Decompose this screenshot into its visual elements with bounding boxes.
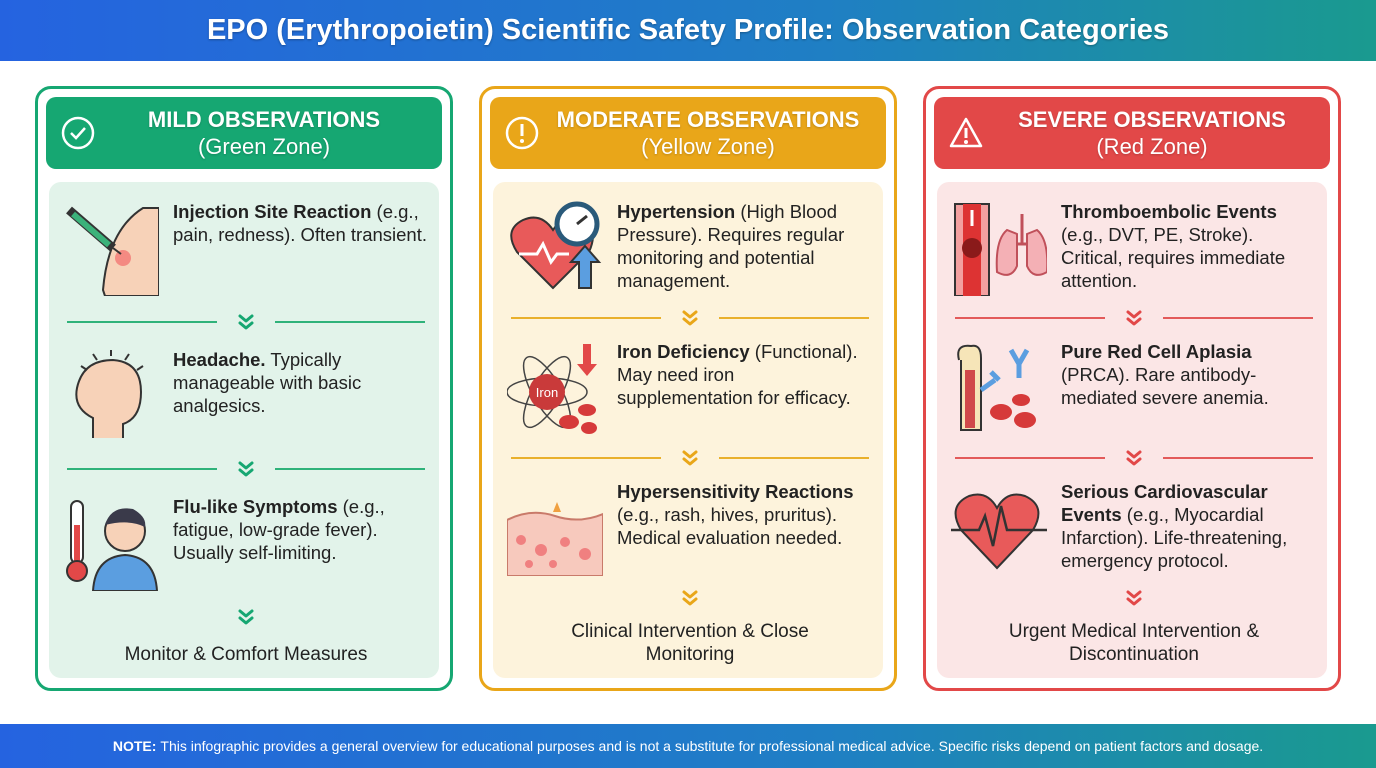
heart-ecg-icon [951, 493, 1047, 570]
severe-panel: Thromboembolic Events (e.g., DVT, PE, St… [937, 182, 1327, 678]
recommended-action: Urgent Medical Intervention & Discontinu… [1008, 621, 1260, 665]
divider [511, 310, 869, 326]
divider [955, 450, 1313, 466]
observation-item: Flu-like Symptoms (e.g., fatigue, low-gr… [63, 495, 429, 592]
observation-text: Hypersensitivity Reactions (e.g., rash, … [617, 481, 854, 548]
divider [67, 609, 425, 625]
chevron-down-icon [1126, 310, 1142, 326]
title-banner: EPO (Erythropoietin) Scientific Safety P… [0, 0, 1376, 61]
chevron-down-icon [238, 609, 254, 625]
chevron-down-icon [682, 310, 698, 326]
divider [955, 590, 1313, 606]
moderate-column: MODERATE OBSERVATIONS (Yellow Zone) Hype… [479, 86, 897, 691]
page-title: EPO (Erythropoietin) Scientific Safety P… [206, 14, 1170, 46]
severe-column: SEVERE OBSERVATIONS (Red Zone) Thromboem… [923, 86, 1341, 691]
observation-text: Pure Red Cell Aplasia (PRCA). Rare antib… [1061, 341, 1269, 408]
recommended-action: Clinical Intervention & Close Monitoring [571, 621, 809, 665]
note-text: This infographic provides a general over… [160, 737, 1264, 754]
iron-atom-icon: Iron [507, 344, 597, 434]
zone-label: (Yellow Zone) [641, 134, 775, 159]
divider [67, 314, 425, 330]
moderate-header: MODERATE OBSERVATIONS (Yellow Zone) [490, 97, 886, 169]
chevron-down-icon [682, 590, 698, 606]
blood-clot-lungs-icon [954, 203, 1047, 296]
divider [955, 310, 1313, 326]
heart-gauge-icon [510, 201, 602, 290]
observation-item: Injection Site Reaction (e.g., pain, red… [63, 200, 429, 296]
chevron-down-icon [1126, 450, 1142, 466]
column-title: MILD OBSERVATIONS [147, 107, 381, 132]
thermometer-person-icon [66, 500, 159, 592]
observation-item: Hypertension (High Blood Pressure). Requ… [507, 200, 873, 296]
observation-item: Hypersensitivity Reactions (e.g., rash, … [507, 480, 873, 576]
observation-text: Thromboembolic Events (e.g., DVT, PE, St… [1061, 201, 1286, 291]
exclamation-circle-icon [505, 116, 539, 150]
observation-text: Serious Cardiovascular Events (e.g., Myo… [1061, 481, 1288, 571]
zone-label: (Red Zone) [1096, 134, 1208, 159]
bone-marrow-antibody-icon [957, 344, 1036, 431]
zone-label: (Green Zone) [197, 134, 331, 159]
observation-item: Thromboembolic Events (e.g., DVT, PE, St… [951, 200, 1317, 296]
column-title: SEVERE OBSERVATIONS [1018, 107, 1286, 132]
footer-note: NOTE:This infographic provides a general… [0, 724, 1376, 768]
observation-text: Flu-like Symptoms (e.g., fatigue, low-gr… [173, 496, 385, 564]
divider [511, 450, 869, 466]
severe-header: SEVERE OBSERVATIONS (Red Zone) [934, 97, 1330, 169]
observation-text: Injection Site Reaction (e.g., pain, red… [173, 201, 427, 245]
mild-panel: Injection Site Reaction (e.g., pain, red… [49, 182, 439, 678]
divider [67, 461, 425, 477]
observation-text: Headache. Typically manageable with basi… [173, 348, 362, 416]
note-label: NOTE: [112, 737, 157, 754]
skin-rash-icon [507, 502, 603, 576]
column-title: MODERATE OBSERVATIONS [556, 107, 860, 132]
warning-triangle-icon [949, 117, 983, 148]
observation-text: Hypertension (High Blood Pressure). Requ… [617, 201, 845, 291]
observation-item: Serious Cardiovascular Events (e.g., Myo… [951, 480, 1317, 576]
chevron-down-icon [238, 314, 254, 330]
chevron-down-icon [1126, 590, 1142, 606]
moderate-panel: Hypertension (High Blood Pressure). Requ… [493, 182, 883, 678]
mild-column: MILD OBSERVATIONS (Green Zone) Injection… [35, 86, 453, 691]
observation-item: Headache. Typically manageable with basi… [63, 348, 429, 444]
syringe-shoulder-icon [66, 206, 159, 296]
chevron-down-icon [682, 450, 698, 466]
headache-head-icon [75, 349, 144, 438]
observation-text: Iron Deficiency (Functional). May need i… [617, 341, 858, 408]
recommended-action: Monitor & Comfort Measures [124, 643, 368, 665]
chevron-down-icon [238, 461, 254, 477]
svg-text:Iron: Iron [536, 385, 558, 400]
observation-item: Iron Iron Deficiency (Functional). May n… [507, 340, 873, 436]
check-circle-icon [61, 116, 95, 150]
mild-header: MILD OBSERVATIONS (Green Zone) [46, 97, 442, 169]
divider [511, 590, 869, 606]
observation-item: Pure Red Cell Aplasia (PRCA). Rare antib… [951, 340, 1317, 436]
